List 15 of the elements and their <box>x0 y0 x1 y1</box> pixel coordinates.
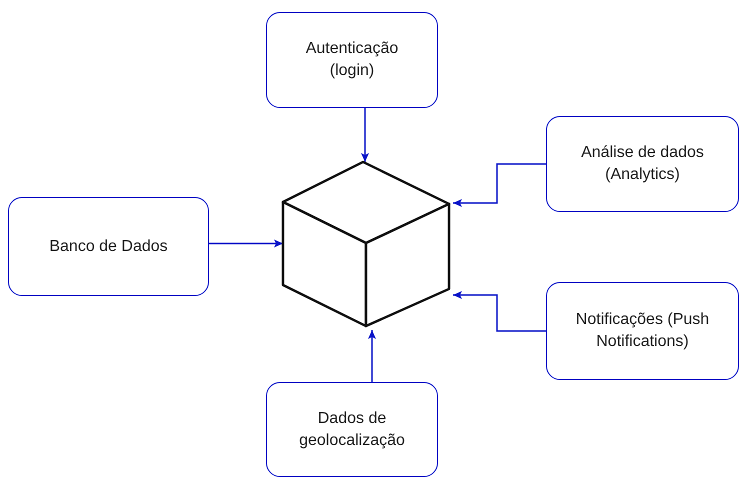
rounded-box <box>546 116 739 212</box>
rounded-box <box>266 12 438 108</box>
arrow <box>453 163 546 207</box>
rounded-box <box>266 382 438 477</box>
rounded-box <box>8 197 209 296</box>
arrow <box>361 108 369 162</box>
box-label: Análise de dados (Analytics) <box>580 143 705 185</box>
rounded-box <box>546 282 739 380</box>
arrow <box>368 330 376 382</box>
box-label: Banco de Dados <box>49 236 168 257</box>
box-label: Autenticação (login) <box>304 39 400 81</box>
box-label: Notificações (Push Notifications) <box>574 310 710 352</box>
box-label: Dados de geolocalização <box>298 408 406 450</box>
arrow <box>453 291 546 332</box>
arrow <box>209 240 283 248</box>
